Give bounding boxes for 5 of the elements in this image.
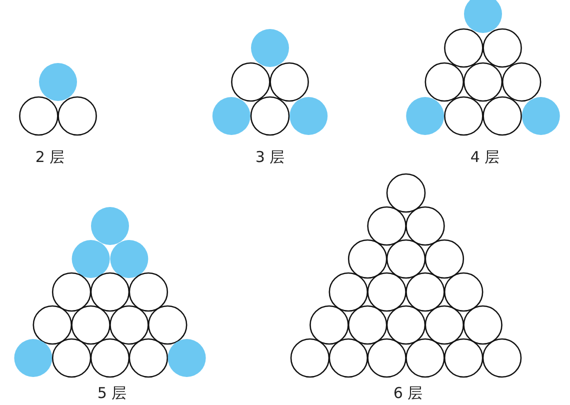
layer-label: 5 层 xyxy=(97,384,127,403)
layer-label: 4 层 xyxy=(470,148,500,167)
layer-label: 6 层 xyxy=(393,384,423,403)
layer-label: 2 层 xyxy=(35,148,65,167)
layer-label: 3 层 xyxy=(255,148,285,167)
